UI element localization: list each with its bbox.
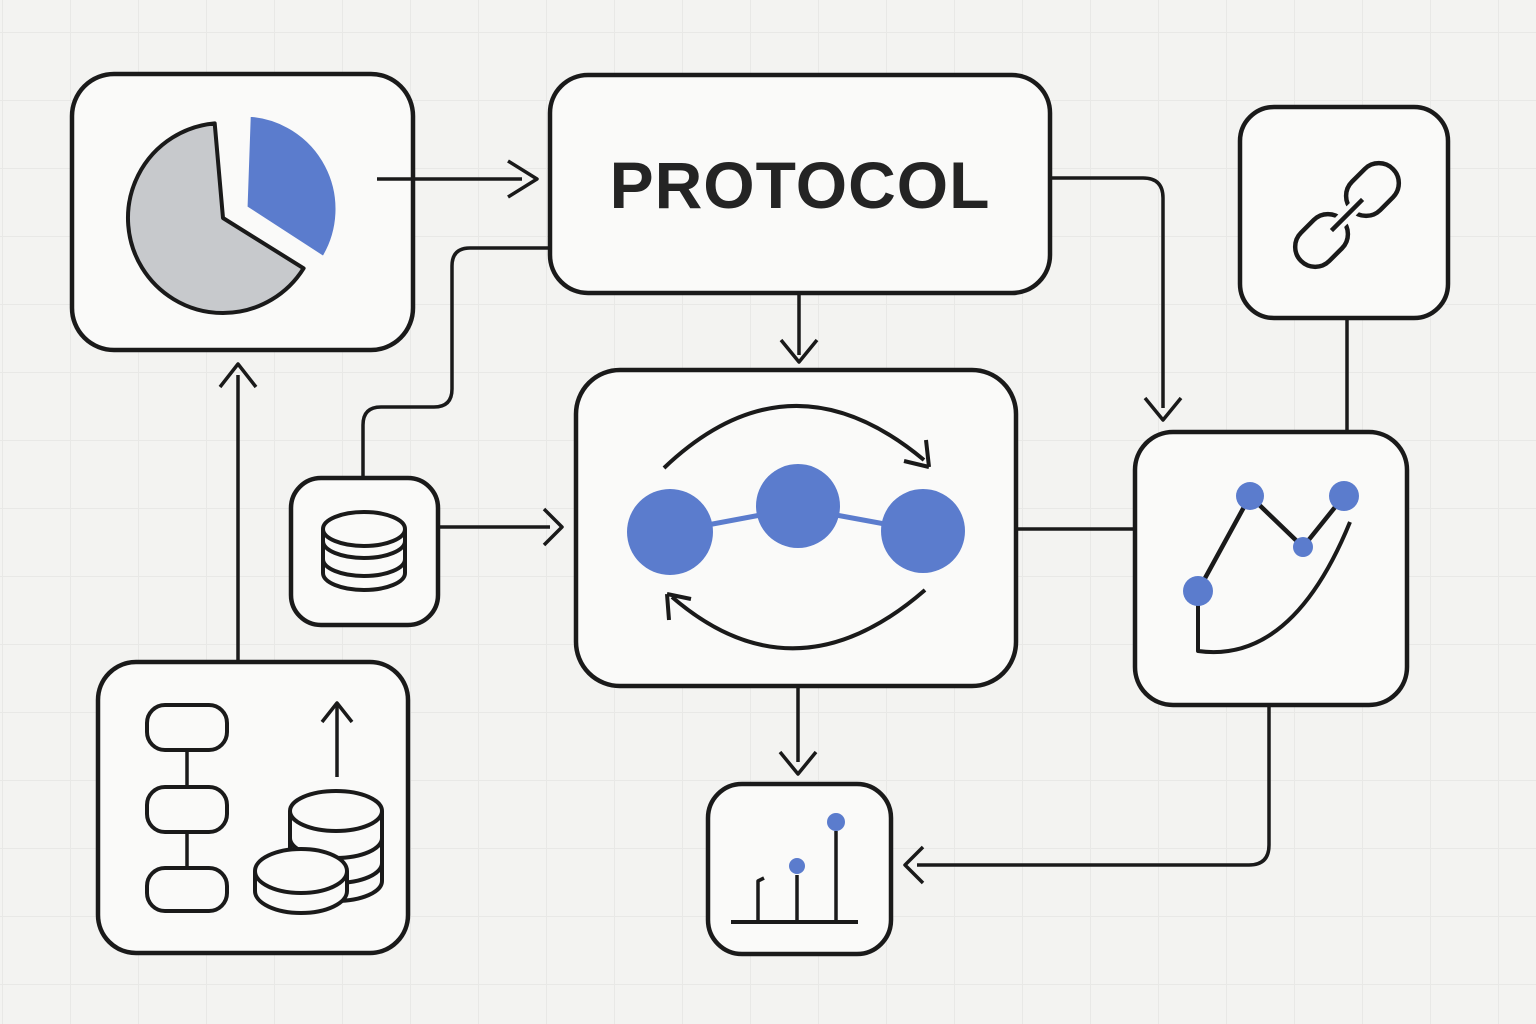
org-chart-node-2 [145,785,229,834]
line-chart-polyline [1196,493,1346,593]
database-icon [321,510,407,592]
org-chart-coins-icon [145,701,384,915]
arrowhead-linechart-to-lollipop [903,845,925,885]
arrowhead-protocol-to-process [779,338,819,364]
connectors [218,159,1349,885]
arrowhead-protocol-to-linechart [1143,396,1183,422]
database-box [288,475,441,628]
protocol-box [547,72,1053,296]
growth-arrow-head [320,701,354,724]
coin-stack-top [288,789,384,833]
pie-slice-gray [126,121,306,316]
line-chart-dot-3 [1293,537,1313,557]
org-chart-node-1 [145,703,229,752]
coins-icon [253,789,384,915]
cycle-arrow-top-head [903,439,931,469]
cycle-arrow-bottom-head [665,592,692,621]
protocol-label: PROTOCOL [610,148,991,222]
database-body [321,529,407,592]
growth-arrow-icon [320,701,354,777]
cycle-arrow-bottom [670,588,927,651]
line-chart-dot-4 [1329,481,1359,511]
line-chart-swoosh [1196,521,1352,655]
lollipop-stem-1 [756,876,765,922]
line-chart-box [1132,429,1410,708]
chain-link-bar [1329,197,1365,233]
line-chart-dot-1 [1183,576,1213,606]
cycle-nodes-icon [627,404,965,651]
cycle-node-right [881,489,965,573]
pie-chart-icon [126,107,345,316]
arrowhead-pie-to-protocol [507,159,539,199]
line-chart-icon [1183,481,1359,655]
org-chart-node-3 [145,866,229,913]
arrowhead-hierarchy-to-pie [218,362,258,389]
front-coin-top [253,847,349,895]
lollipop-chart-icon [731,813,858,924]
connector-protocol-to-database [361,246,548,478]
connector-protocol-to-linechart [1052,176,1165,408]
arrowhead-database-to-process [542,507,564,547]
database-layer-line-2 [321,558,407,578]
database-layer-line-1 [321,540,407,560]
connector-linechart-to-lollipop [917,705,1271,867]
line-chart-dot-2 [1236,482,1264,510]
cycle-node-middle [756,464,840,548]
chain-link-icon [1292,160,1402,270]
lollipop-dot-3 [827,813,845,831]
lollipop-dot-2 [789,858,805,874]
database-top [321,510,407,548]
arrowhead-process-to-lollipop [778,750,818,776]
cycle-arrow-top [662,404,926,470]
pie-slice-blue [238,107,345,267]
cycle-node-left [627,489,713,575]
